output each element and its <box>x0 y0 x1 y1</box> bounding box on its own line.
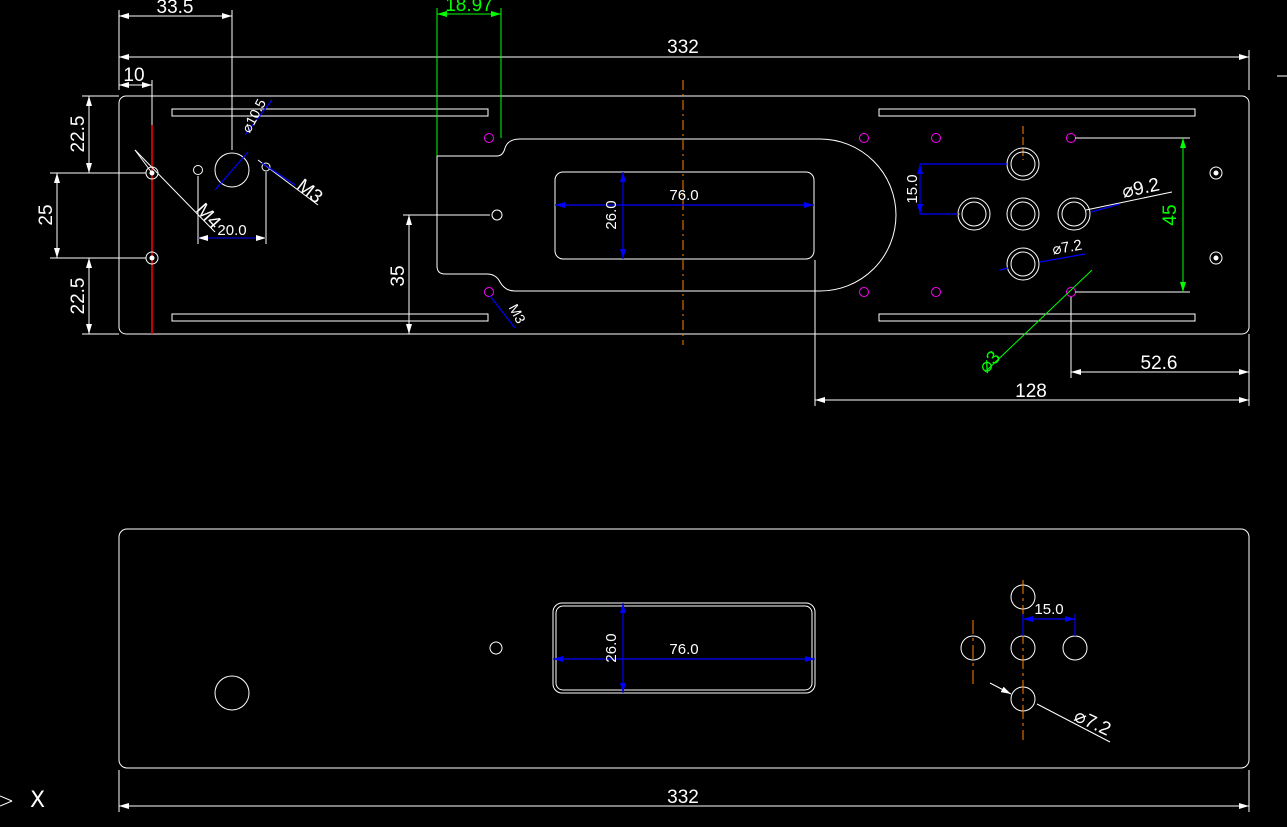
top-connector-hole-center[interactable] <box>1006 197 1040 231</box>
top-big-hole[interactable] <box>214 152 250 188</box>
dim-offset-52-6: 52.6 <box>1141 353 1178 374</box>
dim-bottom-slot-height: 26.0 <box>603 633 620 662</box>
top-window-slot[interactable] <box>554 171 815 260</box>
dim-height-45: 45 <box>1160 204 1181 225</box>
top-magenta-hole[interactable] <box>859 287 869 297</box>
ucs-axis-icon <box>0 795 13 807</box>
top-connector-hole-bottom[interactable] <box>1006 247 1040 281</box>
top-magenta-hole[interactable] <box>859 133 869 143</box>
dim-bottom-pitch-15: 15.0 <box>1034 601 1063 618</box>
top-magenta-hole[interactable] <box>1066 287 1076 297</box>
top-plate-outline[interactable] <box>118 95 1250 335</box>
top-m3-hole[interactable] <box>261 162 271 172</box>
top-magenta-hole[interactable] <box>931 133 941 143</box>
dim-hole-dia-3: ⌀3 <box>975 347 1005 377</box>
dim-pitch-20: 20.0 <box>217 222 246 239</box>
top-tongue-cutout[interactable] <box>436 138 897 292</box>
top-left-upper-slot[interactable] <box>171 108 489 117</box>
top-magenta-hole[interactable] <box>1066 133 1076 143</box>
dim-left-offset-hole: 33.5 <box>157 0 194 18</box>
dim-hole-spacing-v: 25 <box>36 204 57 225</box>
top-right-hole-lower[interactable] <box>1209 251 1223 265</box>
dim-green-offset: 18.97 <box>445 0 493 16</box>
bottom-plate-outline[interactable] <box>118 528 1250 769</box>
top-magenta-hole[interactable] <box>931 287 941 297</box>
dim-offset-128: 128 <box>1015 381 1047 402</box>
dim-slot-width: 76.0 <box>669 187 698 204</box>
bottom-view: 76.0 26.0 15.0 ⌀7.2 332 <box>118 528 1250 812</box>
dim-slot-height: 26.0 <box>603 200 620 229</box>
dim-hole-dia-9-2: ⌀9.2 <box>1120 174 1161 202</box>
dim-bottom-overall-width: 332 <box>667 787 699 808</box>
dim-thread-m3-bottom: M3 <box>506 301 529 326</box>
dim-thread-m3-top: M3 <box>293 175 327 208</box>
dim-pitch-15: 15.0 <box>904 174 921 203</box>
dim-overall-width: 332 <box>667 37 699 58</box>
bottom-big-hole[interactable] <box>214 675 250 711</box>
bottom-connector-hole-left[interactable] <box>960 635 986 661</box>
top-right-upper-slot[interactable] <box>878 108 1196 117</box>
top-magenta-hole[interactable] <box>484 133 494 143</box>
bottom-window-slot[interactable] <box>552 602 816 694</box>
top-right-lower-slot[interactable] <box>878 313 1196 322</box>
ucs-x-label: X <box>30 788 46 813</box>
top-m4-hole[interactable] <box>193 165 203 175</box>
bottom-small-hole[interactable] <box>489 641 503 655</box>
dim-left-edge: 10 <box>123 65 144 86</box>
top-connector-hole-right[interactable] <box>1057 197 1091 231</box>
dim-bottom-margin: 22.5 <box>68 278 89 315</box>
dim-bottom-slot-width: 76.0 <box>669 641 698 658</box>
bottom-connector-hole-right[interactable] <box>1062 635 1088 661</box>
top-connector-hole-left[interactable] <box>957 197 991 231</box>
dim-bottom-hole-dia-7-2: ⌀7.2 <box>1071 705 1114 740</box>
dim-top-margin: 22.5 <box>68 116 89 153</box>
top-magenta-hole[interactable] <box>484 287 494 297</box>
top-left-lower-slot[interactable] <box>171 313 489 322</box>
top-view: 332 33.5 10 22.5 25 22.5 35 ⌀10.5 M3 M4 … <box>36 0 1250 406</box>
dim-hole-dia-7-2: ⌀7.2 <box>1051 237 1083 259</box>
top-right-hole-upper[interactable] <box>1209 166 1223 180</box>
dim-height-35: 35 <box>388 265 409 286</box>
top-tongue-hole[interactable] <box>491 209 503 221</box>
